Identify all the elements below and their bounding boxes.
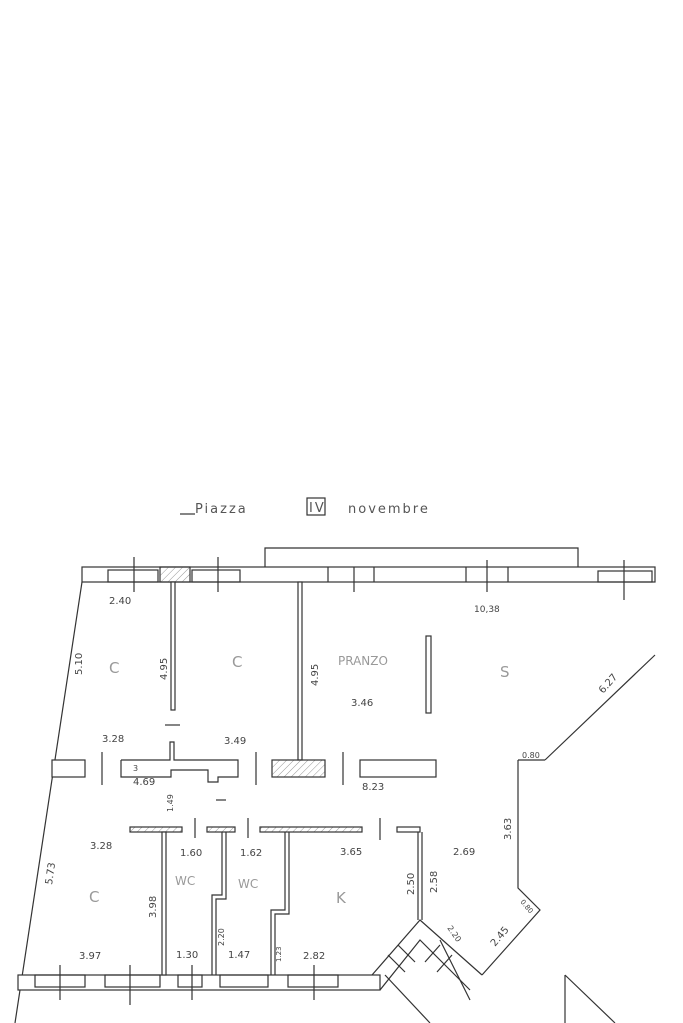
room-pranzo: PRANZO (338, 654, 388, 668)
title-numeral: IV (309, 501, 326, 516)
dim: 4.95 (159, 658, 170, 680)
dim: 1.60 (180, 848, 202, 859)
dim: 1.62 (240, 848, 262, 859)
dim: 3.49 (224, 736, 246, 747)
dim: 3.65 (340, 847, 362, 858)
dim: 1.47 (228, 950, 250, 961)
interior-walls (51, 581, 437, 976)
outer-walls (14, 547, 656, 1023)
dim: 2.82 (303, 951, 325, 962)
dim: 4.69 (133, 777, 155, 788)
dim: 2.58 (429, 871, 440, 893)
room-labels: C C PRANZO S C WC WC K (89, 653, 510, 907)
room-k: K (336, 889, 347, 907)
dim: 1.49 (166, 794, 175, 812)
plan-title: Piazza IV novembre (180, 497, 430, 517)
room-c1: C (109, 659, 119, 677)
dim: 3.46 (351, 698, 373, 709)
dim: 2.40 (109, 596, 131, 607)
dim: 1.23 (275, 946, 283, 962)
title-street: Piazza (195, 502, 248, 517)
dim: 3.28 (90, 841, 112, 852)
dim: 2.50 (406, 873, 417, 895)
dim: 8.23 (362, 782, 384, 793)
dim: 0.80 (518, 898, 534, 915)
dim: 3.28 (102, 734, 124, 745)
dim: 4.95 (310, 664, 321, 686)
room-wc1: WC (175, 874, 195, 888)
room-s: S (500, 663, 510, 681)
dim: 0.80 (522, 751, 540, 760)
dim: 6.27 (597, 672, 620, 696)
dim: 3 (133, 764, 138, 773)
dim: 2.20 (217, 928, 226, 946)
dim: 10,38 (474, 605, 500, 615)
room-wc2: WC (238, 877, 258, 891)
room-c3: C (89, 888, 99, 906)
title-name: novembre (348, 502, 430, 517)
dim: 2.69 (453, 847, 475, 858)
dim: 3.97 (79, 951, 101, 962)
dim: 3.63 (503, 818, 514, 840)
dim: 3.98 (148, 896, 159, 918)
dim: 5.73 (44, 862, 58, 886)
dim: 1.30 (176, 950, 198, 961)
dim: 2.20 (445, 924, 463, 944)
dim: 5.10 (74, 653, 85, 675)
dimension-labels: 2.40 10,38 5.10 4.95 4.95 3.46 6.27 3.28… (44, 596, 620, 962)
stairs (371, 919, 616, 1023)
room-c2: C (232, 653, 242, 671)
